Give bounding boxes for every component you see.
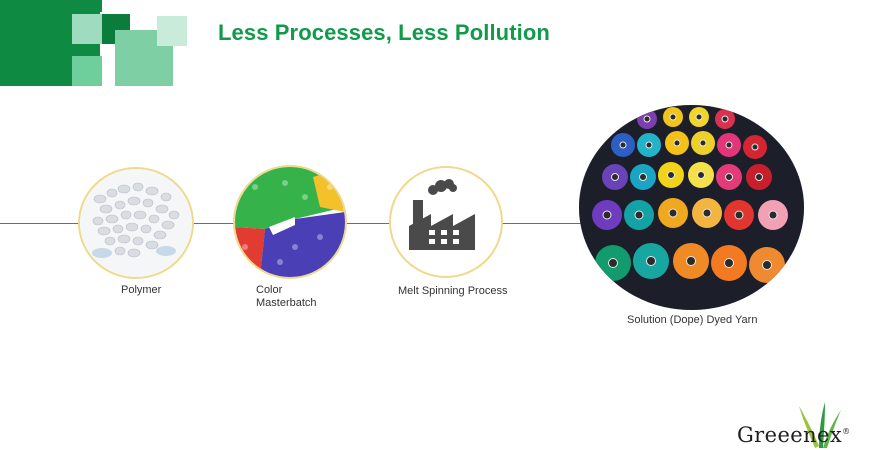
logo-text: Greeenex [737,423,843,447]
dyed-yarn-image [579,105,804,310]
white-pellets-illustration [80,169,192,277]
corner-decoration-square [157,16,187,46]
result-label-dyed-yarn: Solution (Dope) Dyed Yarn [627,314,758,326]
step-label-color-masterbatch: Color Masterbatch [256,284,336,310]
registered-mark: ® [842,427,851,436]
colored-pellets-illustration [235,167,345,277]
slide-title: Less Processes, Less Pollution [218,20,550,45]
grass-leaf-icon [799,402,841,448]
yarn-cones-illustration [579,105,804,310]
step-label-polymer: Polymer [121,284,162,296]
melt-spinning-icon-circle [389,166,503,278]
corner-decoration-square [68,0,102,12]
color-masterbatch-image [233,165,347,279]
corner-decoration-square [72,56,102,86]
step-label-line: Color [256,284,283,296]
corner-decoration-square [72,14,102,44]
step-label-line: Masterbatch [256,297,317,309]
polymer-image [78,167,194,279]
logo-wordmark: Greeenex® [737,423,851,447]
step-label-melt-spinning: Melt Spinning Process [398,285,508,297]
greeenex-logo: Greeenex® [737,400,857,450]
factory-icon [409,179,475,250]
